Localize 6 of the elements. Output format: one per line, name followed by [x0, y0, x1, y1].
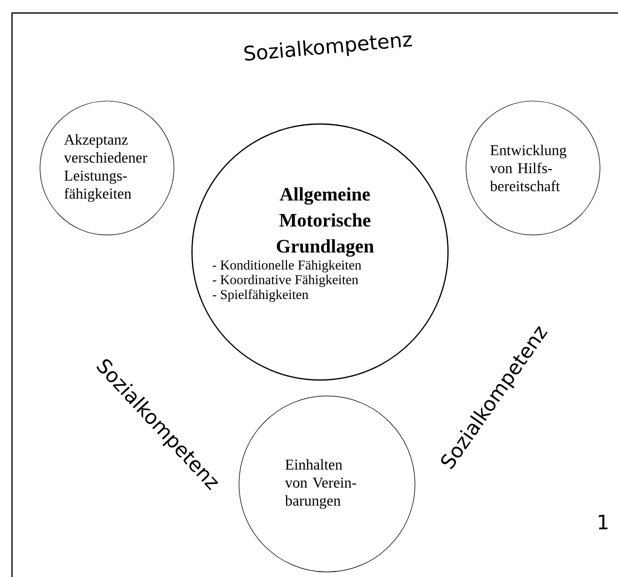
circle-node: Allgemeine Motorische Grundlagen - Konditionelle Fähigkeiten - Koordinative Fähigkeiten - Spielfähigkeiten — [191, 123, 449, 381]
arc-label: Sozialkompetenz — [244, 35, 412, 61]
page-number: 1 — [598, 514, 608, 530]
circle-node: Akzeptanz verschiedener Leistungs- fähigkeiten — [40, 100, 174, 236]
circle-node: Einhalten von Verein- barungen — [238, 396, 416, 572]
circle-node: Entwicklung von Hilfs- bereitschaft — [466, 100, 600, 236]
